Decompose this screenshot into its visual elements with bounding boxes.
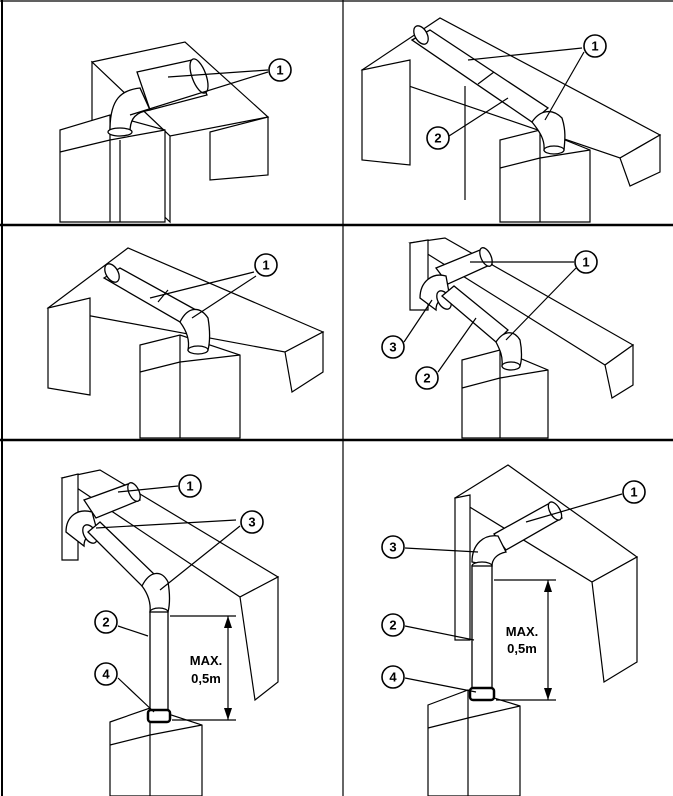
callout-1-label: 1 <box>262 258 269 273</box>
callout-1-label: 1 <box>186 479 193 494</box>
wall-left-face <box>454 494 471 641</box>
panel-5: MAX. 0,5m 1 3 2 4 <box>60 469 280 796</box>
pipe-elbow <box>531 111 566 151</box>
callout-3-label: 3 <box>389 340 396 355</box>
callout-1 <box>574 250 598 274</box>
pipe-vertical <box>471 565 493 689</box>
callout-1-label: 1 <box>630 485 637 500</box>
pipe-horizontal <box>136 59 208 111</box>
callout-3 <box>240 510 264 534</box>
panel-4: 1 3 2 <box>381 237 635 439</box>
callout-3 <box>381 335 405 359</box>
callout-1-label: 1 <box>591 39 598 54</box>
pipe-elbow <box>179 308 211 351</box>
boiler-body <box>139 334 241 439</box>
wall-left-face <box>361 59 411 166</box>
callout-1-label: 1 <box>276 63 283 78</box>
callout-2 <box>381 613 405 637</box>
pipe-elbow-right <box>141 572 171 613</box>
adapter-collar <box>146 708 172 724</box>
boiler-body <box>461 349 549 439</box>
panel-6: MAX. 0,5m 1 3 2 4 <box>381 464 646 796</box>
callout-2-label: 2 <box>423 371 430 386</box>
wall-right-face <box>604 343 634 399</box>
pipe-elbow <box>109 87 151 133</box>
pipe-horizontal <box>440 285 509 343</box>
callout-2 <box>426 126 450 150</box>
callout-2-label: 2 <box>102 615 109 630</box>
boiler-body <box>59 114 166 223</box>
wall-right-face <box>619 133 661 187</box>
callout-3-label: 3 <box>389 540 396 555</box>
callout-1-label: 1 <box>582 255 589 270</box>
adapter-collar <box>468 686 496 702</box>
wall-right-face <box>591 555 638 683</box>
callout-1 <box>622 480 646 504</box>
boiler-body <box>427 689 521 796</box>
dimension-value-label: 0,5m <box>191 671 221 686</box>
callout-1 <box>583 34 607 58</box>
wall-right-face <box>284 331 324 393</box>
pipe-vertical <box>149 611 169 713</box>
panel-1: 1 <box>59 41 292 224</box>
callout-2-label: 2 <box>389 618 396 633</box>
callout-4-label: 4 <box>389 670 397 685</box>
wall-side-face <box>209 116 269 181</box>
dimension-max-label: MAX. <box>190 653 223 668</box>
callout-2 <box>415 366 439 390</box>
wall-right-face <box>239 576 279 702</box>
callout-4 <box>94 662 118 686</box>
pipe-elbow-right <box>495 332 523 367</box>
callout-3 <box>381 535 405 559</box>
callout-1 <box>254 253 278 277</box>
callout-2-label: 2 <box>434 131 441 146</box>
callout-3-label: 3 <box>248 515 255 530</box>
callout-2 <box>94 610 118 634</box>
dimension-max-label: MAX. <box>506 624 539 639</box>
wall-left-face <box>47 297 91 396</box>
callout-4-label: 4 <box>102 667 110 682</box>
pipe-elbow <box>471 535 507 567</box>
callout-4 <box>381 665 405 689</box>
panel-2: 1 2 <box>360 17 662 223</box>
callout-1 <box>178 474 202 498</box>
dimension-value-label: 0,5m <box>507 641 537 656</box>
panel-3: 1 <box>46 247 325 439</box>
callout-1 <box>268 58 292 82</box>
